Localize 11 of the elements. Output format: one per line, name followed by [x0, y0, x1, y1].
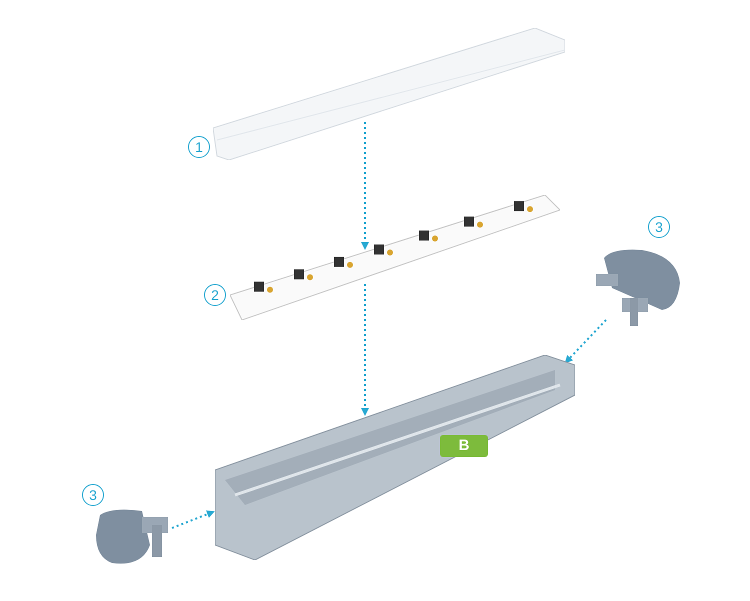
- arrow: [564, 319, 607, 364]
- callout-number: 3: [648, 216, 670, 238]
- diffuser-cover-drawing: [213, 28, 565, 160]
- profile-type-badge: B: [440, 435, 488, 457]
- aluminium-profile-drawing: [215, 355, 575, 560]
- arrow: [361, 122, 369, 250]
- callout-number: 3: [82, 484, 104, 506]
- led-strip-drawing: [230, 195, 560, 320]
- callout-number: 2: [204, 284, 226, 306]
- arrow: [361, 284, 369, 416]
- callout-number: 1: [188, 136, 210, 158]
